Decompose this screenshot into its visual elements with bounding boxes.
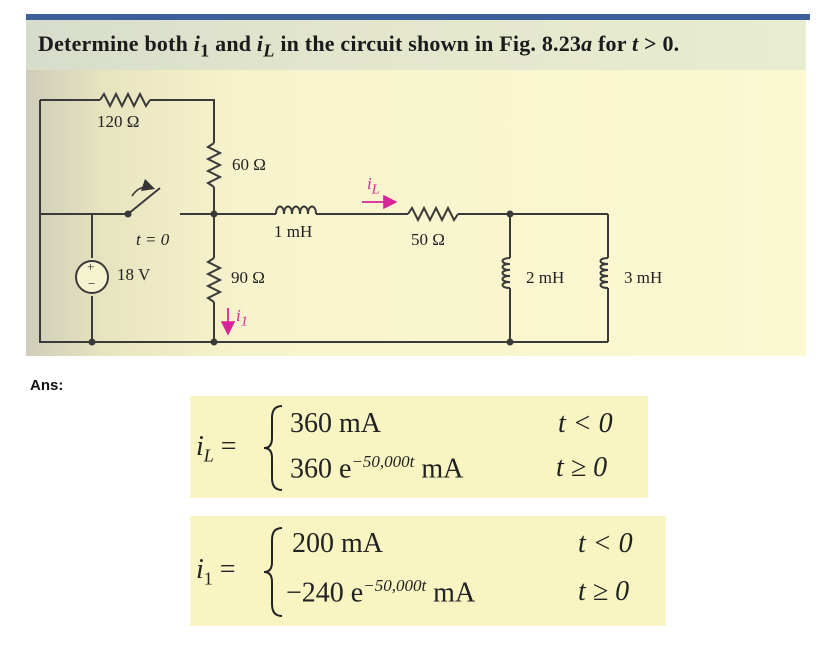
switch-arrow xyxy=(131,178,156,197)
wire-top-right xyxy=(150,99,215,143)
label-source: 18 V xyxy=(117,265,151,284)
inductor-1mh xyxy=(275,205,317,215)
node-bottom-right xyxy=(506,338,514,346)
wire-left-bottom xyxy=(39,214,92,343)
answer-iL-lhs: iL = xyxy=(196,431,237,466)
node-left-top xyxy=(124,210,132,218)
label-l2: 2 mH xyxy=(526,268,565,287)
switch-blade xyxy=(127,187,161,215)
source-minus-icon: − xyxy=(88,276,96,291)
label-r50: 50 Ω xyxy=(411,230,445,249)
inductor-3mh xyxy=(599,257,609,289)
circuit-figure xyxy=(26,70,806,356)
header-band xyxy=(26,14,810,20)
label-r120: 120 Ω xyxy=(97,112,140,131)
answer-i1-lhs: i1 = xyxy=(196,554,236,589)
brace-iL xyxy=(263,405,283,491)
label-r90: 90 Ω xyxy=(231,268,265,287)
resistor-90 xyxy=(205,257,223,303)
label-current-iL: iL xyxy=(367,174,380,198)
label-r60: 60 Ω xyxy=(232,155,266,174)
voltage-source xyxy=(75,260,109,294)
answer-iL-case2-cond: t ≥ 0 xyxy=(556,452,608,483)
brace-i1 xyxy=(263,527,283,617)
resistor-60 xyxy=(205,142,223,188)
answer-iL-case1-cond: t < 0 xyxy=(558,408,613,439)
answer-i1-case1: 200 mA xyxy=(292,528,383,559)
resistor-50 xyxy=(407,205,459,223)
label-l1: 1 mH xyxy=(274,222,313,241)
node-middle xyxy=(210,210,218,218)
label-l3: 3 mH xyxy=(624,268,663,287)
inductor-2mh xyxy=(501,257,511,289)
answer-i1-case2-cond: t ≥ 0 xyxy=(578,576,630,607)
title-band xyxy=(26,20,806,70)
answer-i1-case2: −240 e−50,000t mA xyxy=(286,576,476,609)
answer-i1-case1-cond: t < 0 xyxy=(578,528,633,559)
node-right xyxy=(506,210,514,218)
resistor-120 xyxy=(99,91,151,109)
source-plus-icon: + xyxy=(87,259,95,274)
node-bottom-mid xyxy=(210,338,218,346)
answer-iL-case2: 360 e−50,000t mA xyxy=(290,452,464,485)
answer-label: Ans: xyxy=(30,377,64,394)
problem-title: Determine both i1 and iL in the circuit … xyxy=(38,31,680,61)
label-current-i1: i1 xyxy=(236,306,248,330)
answer-iL-case1: 360 mA xyxy=(290,408,381,439)
node-bottom-left xyxy=(88,338,96,346)
label-switch-time: t = 0 xyxy=(136,230,170,249)
